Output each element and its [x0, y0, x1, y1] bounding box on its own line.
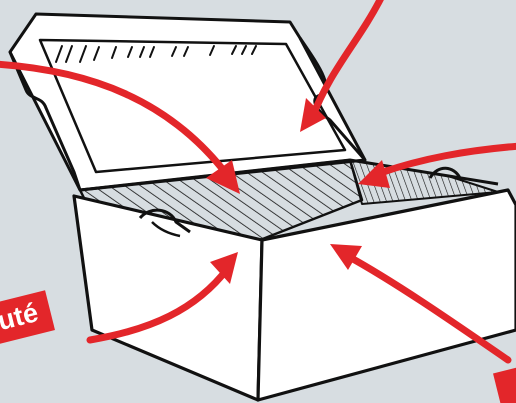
arrow-to-lid-center [312, 0, 382, 118]
box-body [74, 160, 516, 400]
label-tag-text: uté [0, 299, 41, 335]
arrow-to-right-inner [372, 146, 516, 176]
